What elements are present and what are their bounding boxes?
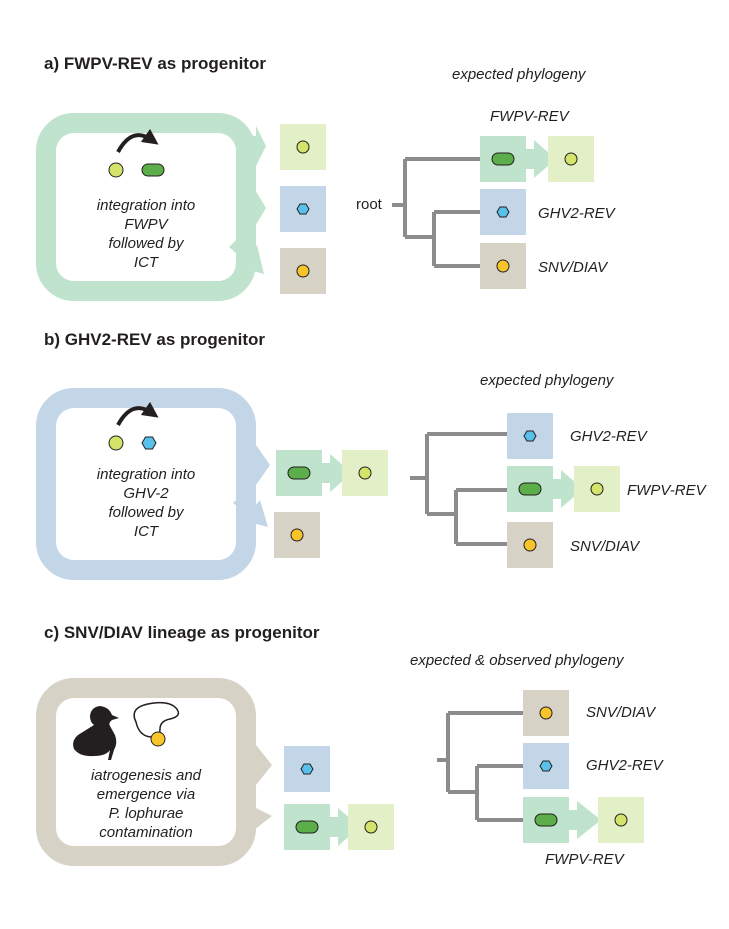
arrow-b-2: [233, 496, 268, 527]
arrow-c-2: [244, 793, 272, 830]
panel-b-heading: b) GHV2-REV as progenitor: [44, 330, 266, 349]
arrow-a-3: [229, 240, 264, 274]
yellow-circle-icon: [150, 731, 166, 747]
panel-a-tree-caption: expected phylogeny: [452, 66, 586, 83]
panel-a-description: integration into FWPV followed by ICT: [96, 197, 196, 271]
panel-a-leaf-snv: SNV/DIAV: [538, 259, 608, 276]
blue-hexagon-icon: [523, 430, 537, 442]
lime-circle-icon: [108, 162, 124, 178]
panel-c-leaf-fwpv: FWPV-REV: [545, 851, 624, 868]
lime-circle-icon: [296, 140, 310, 154]
panel-b-tree-caption: expected phylogeny: [480, 372, 614, 389]
panel-c-tree-caption: expected & observed phylogeny: [410, 652, 624, 669]
lime-circle-icon: [564, 152, 578, 166]
arrow-c-1: [246, 745, 272, 785]
green-pill-icon: [141, 163, 165, 177]
panel-c-leaf-snv: SNV/DIAV: [586, 704, 656, 721]
tree-a-arrow: [526, 140, 556, 178]
arrow-a-1: [246, 126, 266, 166]
green-pill-icon: [295, 820, 319, 834]
green-pill-icon: [534, 813, 558, 827]
blue-hexagon-icon: [141, 436, 157, 450]
panel-a-tree: [392, 136, 594, 289]
green-pill-icon: [518, 482, 542, 496]
tree-b-branches: [410, 432, 507, 546]
green-pill-icon: [287, 466, 311, 480]
panel-c-description: iatrogenesis and emergence via P. lophur…: [90, 767, 202, 841]
tree-a-branches: [392, 157, 480, 268]
curved-arrow-icon: [116, 401, 159, 426]
outcome-c-arrow: [330, 808, 360, 846]
panel-b-left: [36, 388, 388, 580]
panel-c-leaf-ghv2: GHV2-REV: [586, 757, 663, 774]
panel-c-heading: c) SNV/DIAV lineage as progenitor: [44, 623, 320, 642]
arrow-a-2: [246, 188, 266, 228]
panel-b-tree: [410, 413, 620, 568]
panel-c-left: [36, 678, 394, 866]
yellow-circle-icon: [523, 538, 537, 552]
blue-hexagon-icon: [296, 203, 310, 215]
lime-circle-icon: [364, 820, 378, 834]
panel-a-leaf-fwpv: FWPV-REV: [490, 108, 569, 125]
panel-a-heading: a) FWPV-REV as progenitor: [44, 54, 266, 73]
panel-b-frame: [36, 388, 256, 580]
outcome-b-arrow: [322, 454, 352, 492]
lime-circle-icon: [590, 482, 604, 496]
panel-b-description: integration into GHV-2 followed by ICT: [96, 466, 196, 540]
arrow-b-1: [246, 445, 270, 485]
yellow-circle-icon: [296, 264, 310, 278]
green-pill-icon: [491, 152, 515, 166]
curved-arrow-icon: [116, 128, 159, 153]
duck-icon: [73, 706, 119, 760]
panel-b-leaf-snv: SNV/DIAV: [570, 538, 640, 555]
tree-c-branches: [437, 711, 525, 822]
yellow-circle-icon: [496, 259, 510, 273]
yellow-circle-icon: [290, 528, 304, 542]
blue-hexagon-icon: [496, 206, 510, 218]
yellow-circle-icon: [539, 706, 553, 720]
lime-circle-icon: [614, 813, 628, 827]
lime-circle-icon: [358, 466, 372, 480]
panel-c-tree: [437, 690, 644, 843]
panel-b-leaf-ghv2: GHV2-REV: [570, 428, 647, 445]
lime-circle-icon: [108, 435, 124, 451]
blue-hexagon-icon: [539, 760, 553, 772]
tree-c-arrow: [569, 801, 601, 839]
tree-b-arrow: [553, 470, 583, 508]
root-label: root: [356, 196, 382, 213]
panel-a-leaf-ghv2: GHV2-REV: [538, 205, 615, 222]
panel-b-leaf-fwpv: FWPV-REV: [627, 482, 706, 499]
blue-hexagon-icon: [300, 763, 314, 775]
panel-a-left: [36, 113, 326, 301]
